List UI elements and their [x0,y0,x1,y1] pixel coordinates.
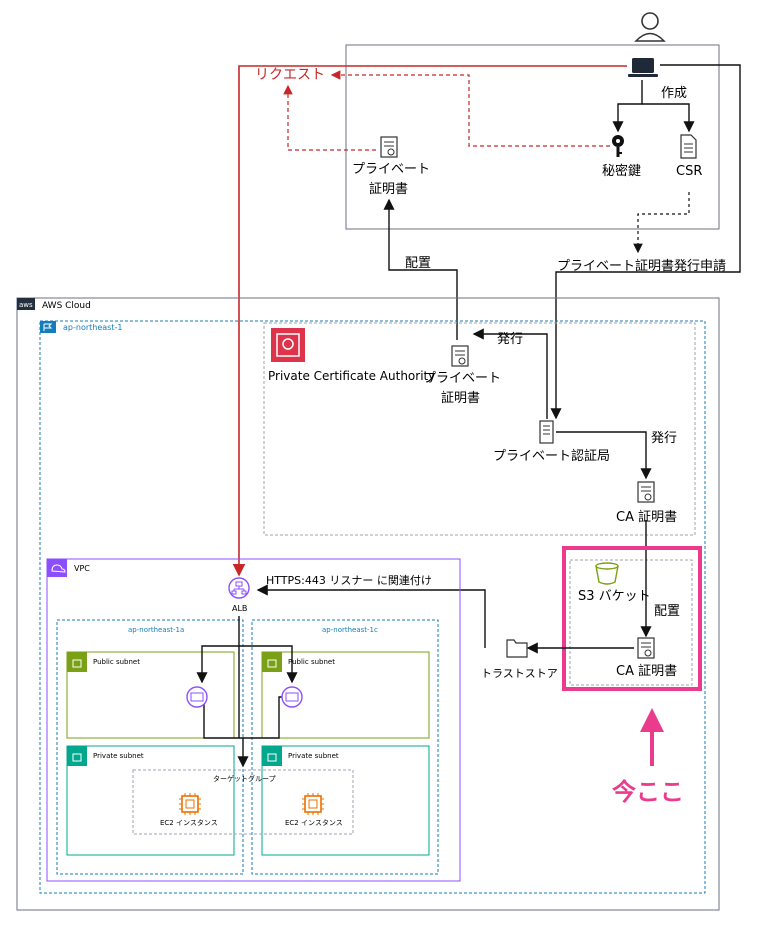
certificate-icon [380,136,398,158]
flag-icon [40,321,56,333]
pca-cert-line1: プライベート [423,371,501,386]
pca-box [263,322,696,536]
s3-ca-certificate-icon [637,637,655,659]
ec2-label-1: EC2 インスタンス [160,818,218,827]
s3-ca-cert-label: CA 証明書 [616,664,677,679]
alb-label: ALB [232,604,247,613]
key-icon [612,135,624,157]
public-subnet-2 [261,651,430,739]
laptop-icon [628,58,658,77]
private-ca-label: プライベート認証局 [493,448,610,464]
vpc-box [46,558,461,882]
user-cert-line1: プライベート [352,162,430,177]
issue-label-2: 発行 [651,431,677,446]
pca-service-icon [271,328,305,362]
eni-icon [186,686,208,708]
listener-label: HTTPS:443 リスナー に関連付け [266,573,432,587]
aws-logo-text: aws [19,301,33,309]
s3-bucket-icon [595,562,619,585]
current-position-callout: 今ここ [612,778,684,806]
s3-label: S3 バケット [578,589,651,604]
vpc-label: VPC [74,564,90,573]
issue-label: 発行 [497,332,523,347]
aws-logo [17,298,35,310]
pca-cert-line2: 証明書 [441,391,480,406]
public-subnet-1 [66,651,235,739]
server-icon [539,420,554,444]
private-subnet-2 [261,745,430,856]
private-key-label: 秘密鍵 [602,163,641,179]
s3-deploy-label: 配置 [654,604,680,619]
user-icon [634,12,666,42]
ca-cert-label: CA 証明書 [616,510,677,525]
vpc-icon [47,559,67,577]
create-label: 作成 [661,86,687,101]
region-box [39,320,706,894]
target-group-label: ターゲットグループ [213,774,276,783]
az2-label: ap-northeast-1c [322,626,378,634]
ec2-icon [179,793,201,815]
private-subnet-1 [66,745,235,856]
eni-icon [281,686,303,708]
private-subnet-2-label: Private subnet [288,752,339,760]
region-label: ap-northeast-1 [63,323,122,332]
ca-certificate-icon [637,481,655,503]
pca-certificate-icon [451,345,469,367]
deploy-label: 配置 [405,256,431,271]
aws-cloud-box [16,297,720,911]
public-subnet-1-label: Public subnet [93,658,140,666]
ec2-icon [302,793,324,815]
folder-icon [506,639,528,658]
user-environment-box [345,44,720,230]
request-label: リクエスト [255,67,325,83]
target-group-box [132,769,354,835]
csr-document-icon [680,134,697,159]
user-cert-line2: 証明書 [369,182,408,197]
pca-label: Private Certificate Authority [268,369,435,383]
public-subnet-2-label: Public subnet [288,658,335,666]
apply-label: プライベート証明書発行申請 [557,259,726,274]
csr-label: CSR [676,164,702,179]
ec2-label-2: EC2 インスタンス [285,818,343,827]
truststore-label: トラストストア [481,667,558,680]
private-subnet-1-label: Private subnet [93,752,144,760]
aws-cloud-label: AWS Cloud [42,301,91,311]
s3-bucket-box [569,559,693,686]
alb-icon [228,577,250,599]
az1-label: ap-northeast-1a [128,626,184,634]
highlight-box [562,546,702,691]
az2-box [251,619,439,875]
